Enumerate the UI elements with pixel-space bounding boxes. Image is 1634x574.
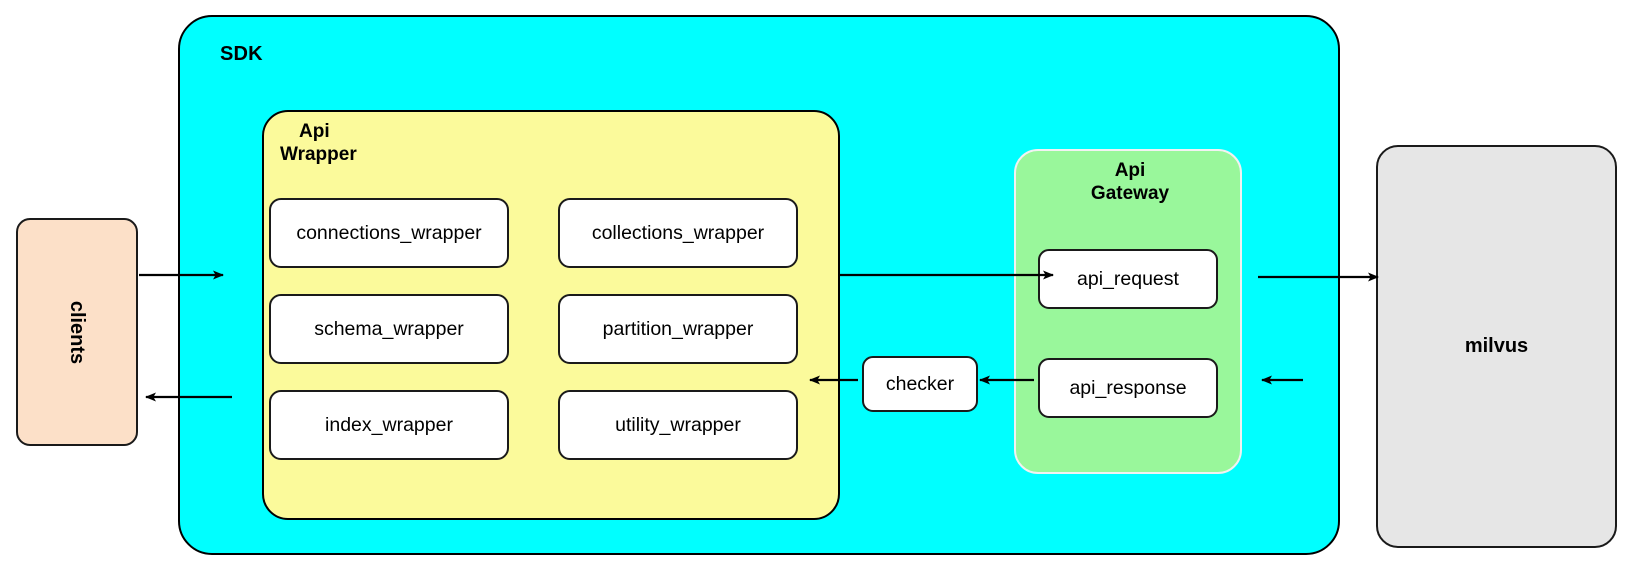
api-gateway-label: Api Gateway [1026, 160, 1234, 206]
clients-label: clients [66, 300, 89, 364]
card-label: partition_wrapper [602, 317, 754, 340]
milvus-label: milvus [1464, 335, 1529, 357]
card-collections-wrapper[interactable]: collections_wrapper [558, 198, 798, 268]
card-connections-wrapper[interactable]: connections_wrapper [269, 198, 509, 268]
card-label: connections_wrapper [296, 221, 482, 244]
api-gateway-container: Api Gateway api_request api_response [1014, 149, 1242, 474]
sdk-container: SDK Api Wrapper connections_wrapper coll… [178, 15, 1340, 555]
card-partition-wrapper[interactable]: partition_wrapper [558, 294, 798, 364]
clients-node[interactable]: clients [16, 218, 138, 446]
card-utility-wrapper[interactable]: utility_wrapper [558, 390, 798, 460]
card-index-wrapper[interactable]: index_wrapper [269, 390, 509, 460]
card-label: api_response [1069, 376, 1187, 399]
sdk-label: SDK [220, 43, 263, 65]
milvus-node[interactable]: milvus [1376, 145, 1617, 548]
api-wrapper-container: Api Wrapper connections_wrapper collecti… [262, 110, 840, 520]
checker-node[interactable]: checker [862, 356, 978, 412]
card-api-response[interactable]: api_response [1038, 358, 1218, 418]
card-label: api_request [1077, 267, 1179, 290]
card-label: schema_wrapper [314, 317, 464, 340]
card-label: utility_wrapper [615, 413, 741, 436]
card-label: index_wrapper [325, 413, 453, 436]
card-api-request[interactable]: api_request [1038, 249, 1218, 309]
api-wrapper-label-line2: Wrapper [280, 144, 357, 166]
checker-label: checker [885, 372, 955, 395]
card-label: collections_wrapper [591, 221, 765, 244]
card-schema-wrapper[interactable]: schema_wrapper [269, 294, 509, 364]
api-wrapper-label-line1: Api [299, 121, 330, 142]
api-wrapper-label: Api Wrapper [280, 120, 430, 166]
api-gateway-label-line1: Api [1114, 160, 1146, 181]
api-gateway-label-line2: Gateway [1090, 182, 1170, 204]
